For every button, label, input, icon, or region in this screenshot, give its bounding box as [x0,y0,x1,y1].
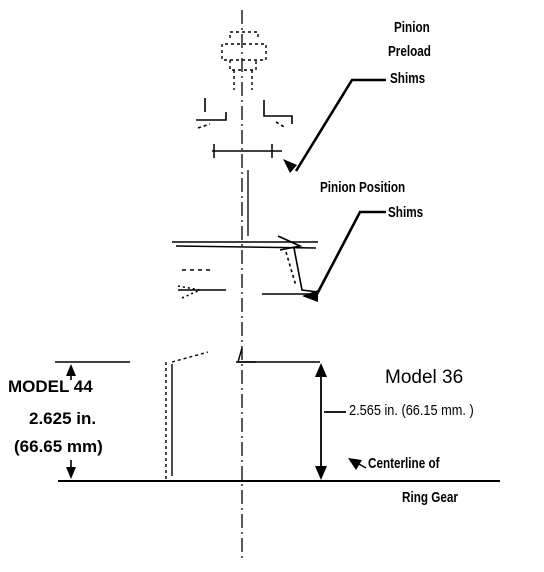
model44-inches: 2.625 in. [29,409,97,428]
model44-label: MODEL 44 [8,377,93,396]
pinion-preload-label-1: Pinion [394,19,430,36]
preload-leader [294,78,386,172]
centerline-label-2: Ring Gear [402,489,458,506]
lower-bearing [172,235,319,299]
ring-gear-outline [165,347,320,480]
pinion-position-label-2: Shims [388,204,424,221]
position-leader [314,210,386,297]
model44-mm: (66.65 mm) [14,437,103,456]
pinion-preload-label-2: Preload [388,43,431,60]
upper-bearing [196,98,293,129]
model36-title: Model 36 [385,367,464,388]
preload-shim-dimension [212,144,282,158]
centerline-label-1: Centerline of [368,455,440,472]
model36-dimension-text: 2.565 in. (66.15 mm. ) [349,402,474,419]
model36-dimension [315,363,346,480]
centerline-arrow [348,458,362,470]
model44-dimension [55,361,130,479]
pinion-position-label-1: Pinion Position [320,179,406,196]
pinion-preload-label-3: Shims [390,70,426,87]
pinion-nut-outline [221,31,267,90]
